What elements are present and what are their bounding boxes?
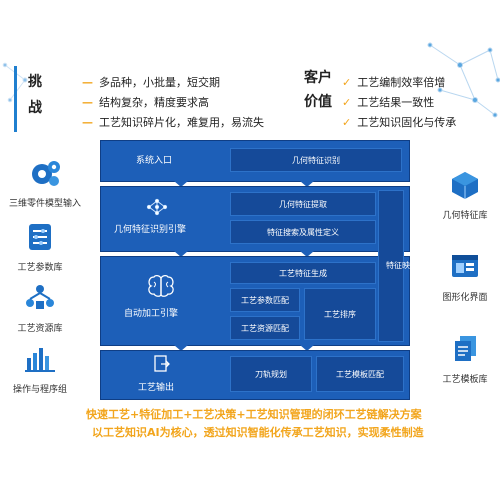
geometry-engine-label: 几何特征识别引擎	[114, 225, 187, 235]
network-brain-icon	[146, 198, 168, 216]
side-item-graphical-interface: 图形化界面	[430, 252, 500, 303]
side-item-label: 工艺模板库	[442, 375, 488, 385]
feature-extract-box: 几何特征提取	[230, 192, 376, 216]
side-item-label: 操作与程序组	[12, 385, 67, 395]
side-item-label: 三维零件模型输入	[8, 199, 81, 209]
connector-arrow	[174, 181, 188, 187]
side-item-operation-program-group: 操作与程序组	[0, 344, 80, 395]
feature-mapping-label: 特征映射	[386, 261, 418, 270]
connector-arrow	[174, 345, 188, 351]
footer-line-2: 以工艺知识AI为核心，透过知识智能化传承工艺知识，实现柔性制造	[92, 426, 424, 439]
connector-arrow	[300, 345, 314, 351]
challenge-item: —结构复杂，精度要求高	[82, 96, 209, 109]
side-item-3d-model-input: 三维零件模型输入	[0, 158, 90, 209]
system-entry-label: 系统入口	[136, 156, 173, 166]
connector-arrow	[174, 251, 188, 257]
side-item-label: 工艺参数库	[17, 263, 63, 273]
toolpath-box: 刀轨规划	[230, 356, 312, 392]
process-feature-gen-box: 工艺特征生成	[230, 262, 376, 284]
side-item-label: 工艺资源库	[17, 324, 63, 334]
side-item-geometry-feature-lib: 几何特征库	[430, 170, 500, 221]
value-title: 客户 价值	[304, 68, 332, 112]
footer-line-1: 快速工艺+特征加工+工艺决策+工艺知识管理的闭环工艺链解决方案	[86, 408, 422, 421]
feature-mapping-bar: 特征映射	[378, 190, 418, 342]
process-sort-box: 工艺排序	[304, 288, 376, 340]
side-item-label: 图形化界面	[442, 293, 488, 303]
value-title-line-2: 价值	[304, 94, 332, 110]
side-item-process-param-lib: 工艺参数库	[5, 222, 75, 273]
value-title-line-1: 客户	[304, 70, 332, 86]
cube-icon	[452, 172, 478, 199]
value-item: ✓工艺结果一致性	[342, 96, 435, 109]
resource-match-box: 工艺资源匹配	[230, 316, 300, 340]
documents-icon	[455, 336, 476, 361]
sliders-icon	[29, 224, 51, 250]
connector-arrow	[300, 251, 314, 257]
gear-cluster-icon	[32, 161, 60, 186]
challenge-title-char-2: 战	[28, 100, 42, 116]
connector-arrow	[300, 181, 314, 187]
geometry-recognition-box: 几何特征识别	[230, 148, 402, 172]
side-item-process-template-lib: 工艺模板库	[430, 334, 500, 385]
brain-icon	[148, 274, 174, 297]
challenge-title-char-1: 挑	[28, 74, 42, 90]
auto-engine-label: 自动加工引擎	[124, 309, 179, 319]
param-match-box: 工艺参数匹配	[230, 288, 300, 312]
side-item-process-resource-lib: 工艺资源库	[5, 283, 75, 334]
network-decoration-right	[427, 42, 500, 118]
value-item: ✓工艺编制效率倍增	[342, 76, 446, 89]
feature-search-box: 特征搜索及属性定义	[230, 220, 376, 244]
challenge-item: —工艺知识碎片化，难复用，易流失	[82, 116, 264, 129]
hand-chart-icon	[25, 348, 55, 372]
export-document-icon	[154, 355, 170, 372]
process-output-label: 工艺输出	[138, 383, 175, 393]
challenge-title: 挑 战	[28, 72, 44, 118]
network-people-icon	[26, 285, 54, 309]
challenge-accent-bar	[14, 66, 17, 132]
value-item: ✓工艺知识固化与传承	[342, 116, 457, 129]
window-icon	[452, 255, 478, 277]
challenge-item: —多品种，小批量，短交期	[82, 76, 220, 89]
template-match-box: 工艺模板匹配	[316, 356, 404, 392]
side-item-label: 几何特征库	[442, 211, 488, 221]
